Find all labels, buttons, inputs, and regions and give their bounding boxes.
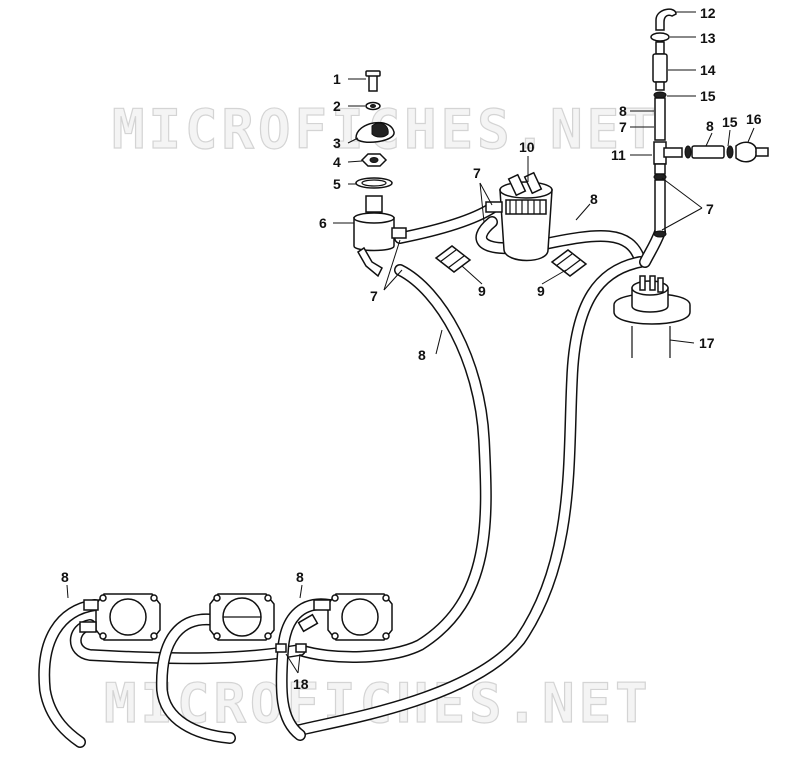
callout-8-vert: 8 [619, 103, 627, 119]
filter-part-16 [735, 141, 757, 163]
callout-7-vert: 7 [619, 119, 627, 135]
clamp-part-9a [434, 245, 472, 273]
callout-10: 10 [519, 139, 535, 155]
callout-6: 6 [319, 215, 327, 231]
callout-5: 5 [333, 176, 341, 192]
fitting-part-18b [295, 643, 307, 653]
fuel-filter-assembly [353, 70, 407, 278]
callout-15-horiz: 15 [722, 114, 738, 130]
hoses [38, 202, 666, 748]
callout-9-right: 9 [537, 283, 545, 299]
fuel-pump-part-17 [613, 275, 691, 358]
callout-7-left: 7 [370, 288, 378, 304]
callouts: 1 2 3 4 5 6 7 7 7 7 8 8 8 8 8 8 9 9 10 1… [61, 5, 762, 692]
callout-8-hose-top: 8 [590, 191, 598, 207]
callout-1: 1 [333, 71, 341, 87]
callout-3: 3 [333, 135, 341, 151]
callout-8-bottom-left: 8 [61, 569, 69, 585]
callout-4: 4 [333, 154, 341, 170]
elbow-part-12 [655, 8, 677, 31]
callout-16: 16 [746, 111, 762, 127]
fuel-filter-part-6 [353, 195, 407, 278]
clamp-part-9b [550, 249, 588, 277]
callout-15-vert: 15 [700, 88, 716, 104]
callout-2: 2 [333, 98, 341, 114]
callout-8-hose-left: 8 [418, 347, 426, 363]
callout-12: 12 [700, 5, 716, 21]
carburetor-2 [209, 593, 275, 641]
carburetor-1 [79, 593, 161, 641]
fitting-part-18a [275, 643, 287, 653]
callout-7-right: 7 [706, 201, 714, 217]
callout-7-mid: 7 [473, 165, 481, 181]
callout-8-horiz: 8 [706, 118, 714, 134]
callout-18: 18 [293, 676, 309, 692]
callout-17: 17 [699, 335, 715, 351]
callout-11: 11 [611, 147, 626, 163]
callout-14: 14 [700, 62, 716, 78]
callout-13: 13 [700, 30, 716, 46]
callout-9-left: 9 [478, 283, 486, 299]
canister-part-10 [485, 171, 553, 262]
leader-lines [66, 11, 755, 674]
carburetor-3 [297, 593, 393, 641]
callout-8-bottom-mid: 8 [296, 569, 304, 585]
vent-line-assembly [650, 8, 769, 238]
